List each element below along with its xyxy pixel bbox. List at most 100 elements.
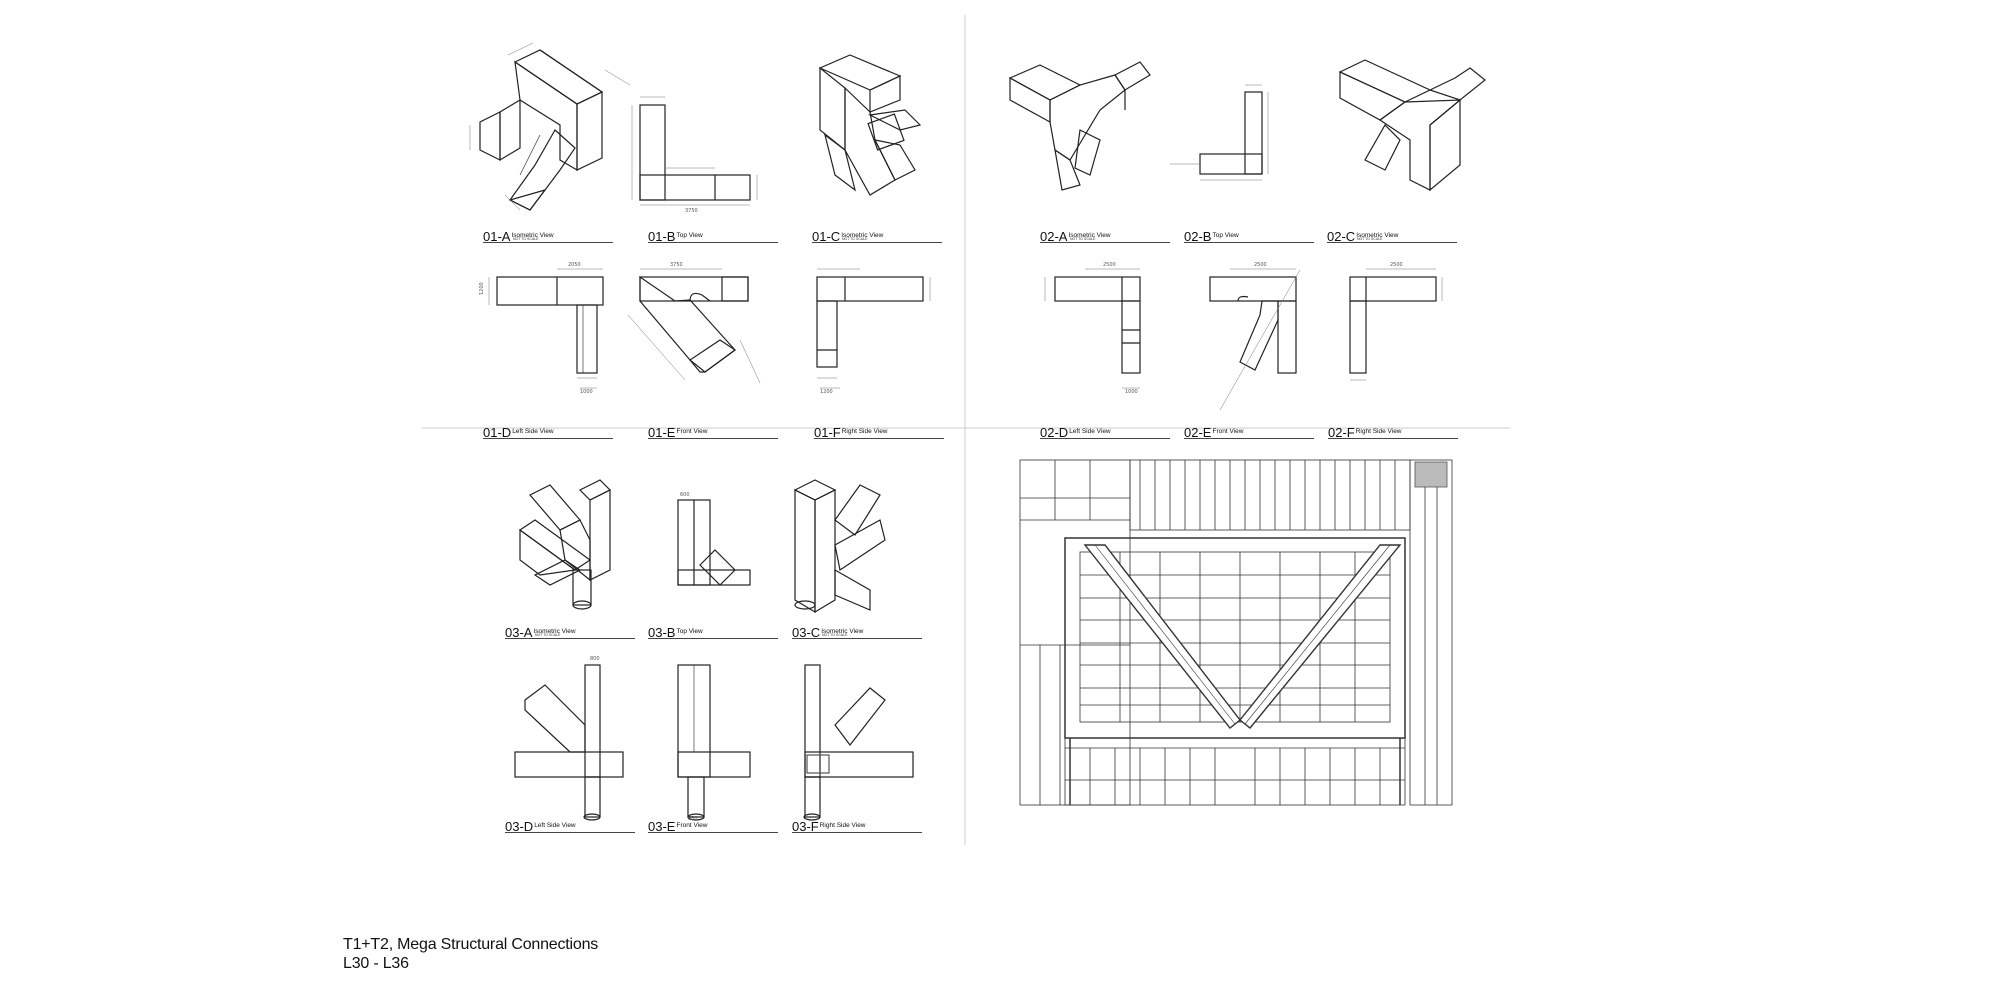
view-name: Top View [676, 232, 703, 239]
view-label-03-d: 03-DLeft Side View [505, 818, 635, 836]
view-code: 03-F [792, 819, 819, 834]
dims-02-d [1044, 268, 1140, 389]
dim-text: 2500 [1254, 262, 1267, 268]
sheet-title-block: T1+T2, Mega Structural Connections L30 -… [343, 935, 598, 973]
dim-text: 3750 [670, 262, 683, 268]
dims-01-b [631, 96, 758, 206]
dim-text: 600 [680, 492, 690, 498]
view-name: Front View [1212, 428, 1244, 435]
drawing-02-c [1338, 59, 1486, 192]
dims-01-e [627, 268, 761, 384]
view-name: Isometric View [511, 232, 554, 239]
drawing-02-f [1349, 276, 1437, 374]
view-label-02-f: 02-FRight Side View [1328, 424, 1458, 442]
view-scale-note: NOT TO SCALE [1070, 237, 1096, 241]
view-name: Isometric View [841, 232, 884, 239]
dim-text: 3750 [685, 208, 698, 214]
dim-text: 800 [590, 656, 600, 662]
view-code: 01-A [483, 229, 511, 244]
view-name: Isometric View [533, 628, 576, 635]
view-label-03-e: 03-EFront View [648, 818, 778, 836]
view-code: 02-C [1327, 229, 1356, 244]
drawing-03-a [518, 479, 612, 610]
view-scale-note: NOT TO SCALE [842, 237, 868, 241]
view-code: 03-E [648, 819, 676, 834]
dim-text: 1200 [820, 389, 833, 395]
view-label-02-d: 02-DLeft Side View [1040, 424, 1170, 442]
view-label-01-b: 01-BTop View [648, 228, 778, 246]
dims-02-f [1350, 268, 1443, 381]
view-name: Front View [676, 822, 708, 829]
dims-01-f [817, 268, 931, 389]
drawing-01-f [816, 276, 924, 368]
dims-01-d [488, 268, 603, 389]
view-name: Right Side View [1355, 428, 1402, 435]
view-label-03-f: 03-FRight Side View [792, 818, 922, 836]
sheet-title: T1+T2, Mega Structural Connections [343, 936, 599, 953]
view-code: 02-D [1040, 425, 1069, 440]
view-name: Front View [676, 428, 708, 435]
dimension-texts: 2050 3750 1200 2500 2500 2500 3750 1000 … [479, 208, 1403, 822]
drawing-02-d [1054, 276, 1141, 374]
sheet-level-range: L30 - L36 [343, 955, 409, 972]
view-code: 02-B [1184, 229, 1212, 244]
view-code: 03-B [648, 625, 676, 640]
view-name: Left Side View [534, 822, 576, 829]
view-label-02-e: 02-EFront View [1184, 424, 1314, 442]
drawing-01-c [818, 54, 922, 196]
drawing-01-b [639, 104, 751, 201]
drawing-03-d [514, 664, 624, 821]
view-label-01-d: 01-DLeft Side View [483, 424, 613, 442]
dim-text: 2500 [1103, 262, 1116, 268]
drawing-02-a [1008, 61, 1151, 191]
drawing-01-e [639, 275, 749, 373]
view-code: 02-E [1184, 425, 1212, 440]
view-name: Right Side View [841, 428, 888, 435]
view-code: 02-F [1328, 425, 1355, 440]
view-code: 03-D [505, 819, 534, 834]
drawing-02-e [1209, 276, 1297, 374]
view-name: Left Side View [1069, 428, 1111, 435]
dim-text: 1200 [479, 282, 485, 295]
view-code: 01-F [814, 425, 841, 440]
dim-text: 1000 [580, 389, 593, 395]
view-code: 01-C [812, 229, 841, 244]
view-name: Isometric View [1356, 232, 1399, 239]
drawing-03-c [793, 479, 886, 614]
view-label-03-b: 03-BTop View [648, 624, 778, 642]
view-code: 01-D [483, 425, 512, 440]
dims-02-e [1219, 268, 1301, 411]
view-code: 03-A [505, 625, 533, 640]
view-label-01-e: 01-EFront View [648, 424, 778, 442]
view-code: 03-C [792, 625, 821, 640]
view-name: Top View [1212, 232, 1239, 239]
facade-elevation [1019, 459, 1453, 806]
dim-text: 2050 [568, 262, 581, 268]
drawing-01-d [496, 276, 604, 374]
view-code: 01-B [648, 229, 676, 244]
drawing-03-f [803, 664, 914, 821]
dim-text: 1000 [1125, 389, 1138, 395]
view-scale-note: NOT TO SCALE [822, 633, 848, 637]
view-label-01-f: 01-FRight Side View [814, 424, 944, 442]
view-name: Isometric View [1068, 232, 1111, 239]
view-label-02-b: 02-BTop View [1184, 228, 1314, 246]
drawing-03-b [677, 499, 751, 586]
view-code: 01-E [648, 425, 676, 440]
view-scale-note: NOT TO SCALE [535, 633, 561, 637]
view-scale-note: NOT TO SCALE [1357, 237, 1383, 241]
dims-02-b [1170, 84, 1269, 181]
view-name: Left Side View [512, 428, 554, 435]
dim-text: 630 [688, 816, 698, 822]
view-scale-note: NOT TO SCALE [513, 237, 539, 241]
drawing-01-a [479, 49, 604, 211]
drawing-03-e [677, 664, 751, 821]
drawing-02-b [1199, 91, 1263, 175]
